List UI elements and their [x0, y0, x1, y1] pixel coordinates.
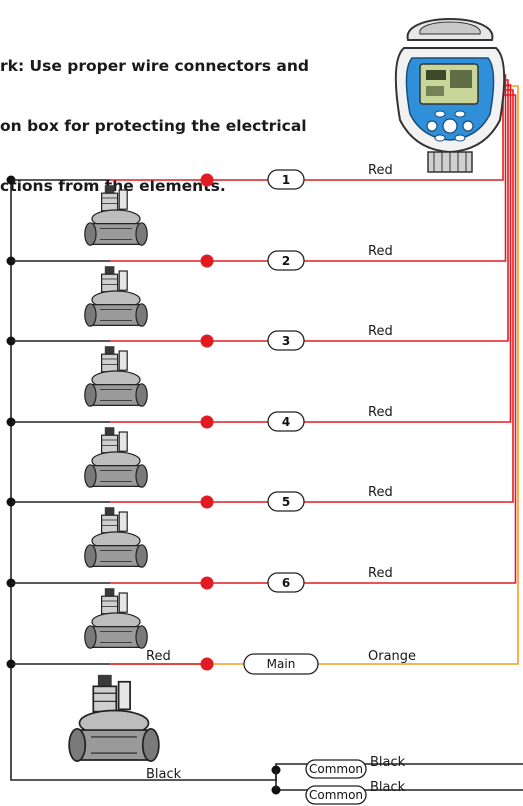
zone-5-wire-label: Red — [368, 485, 393, 500]
zone-6-number: 6 — [282, 576, 290, 590]
zone-1-splice-dot — [200, 173, 214, 187]
zone-row-6: 6 Red — [6, 566, 393, 649]
main-pill: Main — [243, 653, 319, 675]
zone-3-wire-label: Red — [368, 324, 393, 339]
solenoid-valve-icon — [84, 426, 148, 488]
note-line-2: on box for protecting the electrical — [0, 117, 307, 135]
common-wire-1-label: Black — [370, 755, 406, 770]
irrigation-controller-icon — [394, 18, 506, 173]
zone-1-wire-label: Red — [368, 163, 393, 178]
common-wire-2-label: Black — [370, 780, 406, 795]
zone-3-splice-dot — [200, 334, 214, 348]
zone-2-terminal: 2 — [267, 250, 305, 271]
main-pill-label: Main — [267, 657, 296, 671]
zone-5-splice-dot — [200, 495, 214, 509]
zone-3-terminal: 3 — [267, 330, 305, 351]
zone-4-number: 4 — [282, 415, 290, 429]
zone-5-wire — [110, 89, 514, 503]
zone-row-2: 2 Red — [6, 244, 393, 327]
zone-4-terminal: 4 — [267, 411, 305, 432]
main-valve-row: Red Main Orange — [6, 649, 416, 762]
main-valve-wire-label: Red — [146, 649, 171, 664]
common-pill-1: Common — [305, 759, 367, 779]
return-wire-label: Black — [146, 767, 182, 782]
zone-3-number: 3 — [282, 334, 290, 348]
zone-2-wire-label: Red — [368, 244, 393, 259]
common-pill-1-label: Common — [309, 762, 363, 776]
zone-1-terminal: 1 — [267, 169, 305, 190]
zone-6-wire — [110, 94, 517, 584]
solenoid-valve-icon — [84, 184, 148, 246]
zone-4-splice-dot — [200, 415, 214, 429]
solenoid-valve-icon — [84, 506, 148, 568]
zone-row-4: 4 Red — [6, 405, 393, 488]
solenoid-valve-icon — [84, 345, 148, 407]
zone-6-wire-label: Red — [368, 566, 393, 581]
zone-1-number: 1 — [282, 173, 290, 187]
common-pill-2: Common — [305, 785, 367, 805]
common-pill-2-label: Common — [309, 788, 363, 802]
note-line-1: rk: Use proper wire connectors and — [0, 57, 310, 75]
zone-row-5: 5 Red — [6, 485, 393, 568]
solenoid-valve-icon — [84, 265, 148, 327]
zone-2-splice-dot — [200, 254, 214, 268]
zone-5-terminal: 5 — [267, 491, 305, 512]
solenoid-valve-icon — [84, 587, 148, 649]
zone-4-wire-label: Red — [368, 405, 393, 420]
zone-row-3: 3 Red — [6, 324, 393, 407]
zone-row-1: 1 Red — [6, 163, 393, 246]
main-splice-dot — [200, 657, 214, 671]
zone-2-number: 2 — [282, 254, 290, 268]
zone-6-terminal: 6 — [267, 572, 305, 593]
zone-6-splice-dot — [200, 576, 214, 590]
zone-5-number: 5 — [282, 495, 290, 509]
master-valve-icon — [68, 673, 160, 762]
main-controller-wire-label: Orange — [368, 649, 416, 664]
